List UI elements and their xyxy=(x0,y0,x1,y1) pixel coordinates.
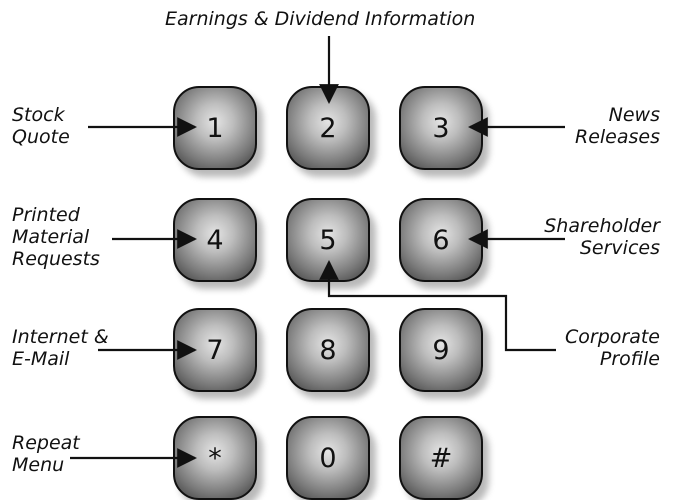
label-line: Requests xyxy=(12,248,100,270)
label-corporate-profile: Corporate Profile xyxy=(565,326,660,370)
label-news-releases: News Releases xyxy=(575,104,660,148)
label-stock-quote: Stock Quote xyxy=(12,104,70,148)
key-hash[interactable]: # xyxy=(399,416,483,500)
label-line: Releases xyxy=(575,126,660,148)
label-line: Printed xyxy=(12,204,80,226)
label-line: E-Mail xyxy=(12,348,70,370)
label-line: Internet & xyxy=(12,326,109,348)
label-line: Repeat xyxy=(12,432,80,454)
label-line: Profile xyxy=(599,348,660,370)
label-line: Corporate xyxy=(565,326,660,348)
key-9[interactable]: 9 xyxy=(399,308,483,392)
label-line: Quote xyxy=(12,126,70,148)
label-printed-material: Printed Material Requests xyxy=(12,204,100,270)
label-repeat-menu: Repeat Menu xyxy=(12,432,80,476)
label-line: Shareholder xyxy=(544,215,660,237)
label-earnings-dividend: Earnings & Dividend Information xyxy=(165,8,476,30)
label-line: Stock xyxy=(12,104,65,126)
label-line: Services xyxy=(579,237,660,259)
label-line: Material xyxy=(12,226,90,248)
key-8[interactable]: 8 xyxy=(286,308,370,392)
label-internet-email: Internet & E-Mail xyxy=(12,326,109,370)
label-line: News xyxy=(608,104,660,126)
label-shareholder-services: Shareholder Services xyxy=(544,215,660,259)
label-line: Menu xyxy=(12,454,65,476)
arrow-corporate-profile xyxy=(319,260,556,352)
